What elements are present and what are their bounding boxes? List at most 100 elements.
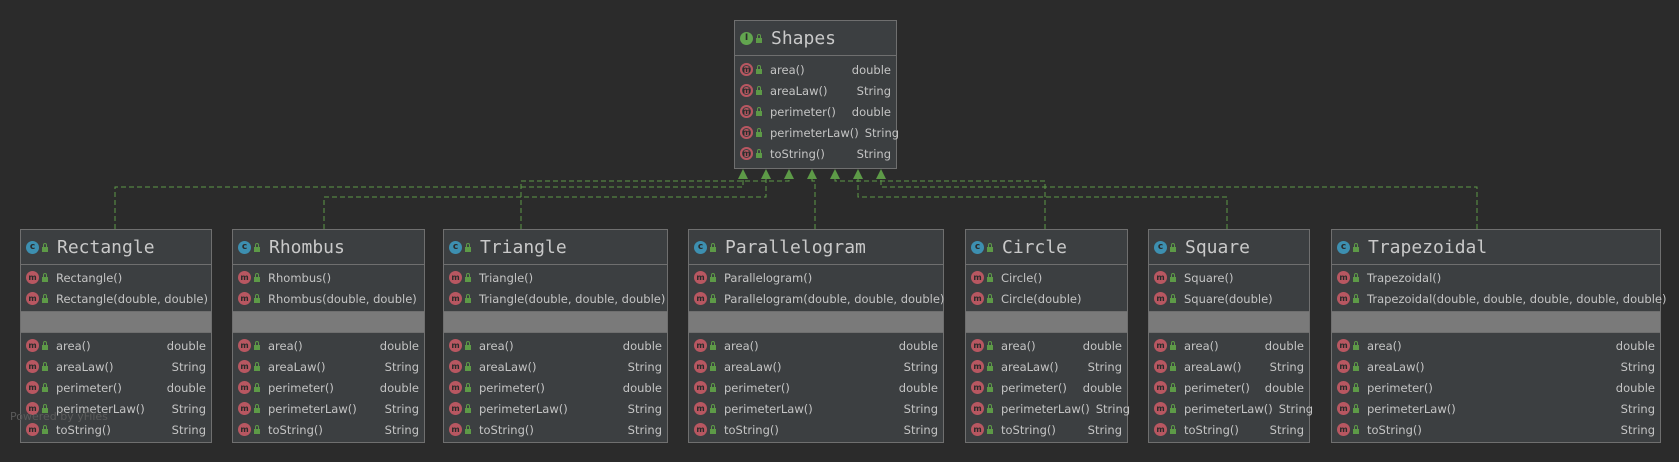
member-name: Rhombus() [268, 270, 332, 285]
method-icon: m [694, 402, 707, 415]
method-icon: m [238, 360, 251, 373]
member-name: toString() [479, 422, 534, 437]
member-name: toString() [1367, 422, 1422, 437]
method-icon: m [740, 105, 753, 118]
public-visibility-icon [1353, 404, 1359, 413]
method-icon: m [1337, 381, 1350, 394]
return-type: String [1620, 359, 1655, 374]
method-icon: m [449, 423, 462, 436]
member-name: areaLaw() [1367, 359, 1425, 374]
public-visibility-icon [756, 128, 762, 137]
public-visibility-icon [1170, 383, 1176, 392]
member-name: Triangle() [479, 270, 534, 285]
return-type: String [384, 359, 419, 374]
return-type: double [1082, 338, 1122, 353]
method-icon: m [449, 292, 462, 305]
fields-section [21, 312, 211, 333]
public-visibility-icon [42, 362, 48, 371]
member-name: perimeter() [1001, 380, 1067, 395]
public-visibility-icon [1353, 273, 1359, 282]
public-visibility-icon [42, 341, 48, 350]
method-icon: m [449, 360, 462, 373]
return-type: String [171, 422, 206, 437]
method-icon: m [449, 381, 462, 394]
member-name: areaLaw() [724, 359, 782, 374]
realization-link [323, 179, 767, 229]
method-icon: m [694, 423, 707, 436]
class-icon: c [26, 240, 39, 254]
method-icon: m [1337, 292, 1350, 305]
public-visibility-icon [465, 425, 471, 434]
method-icon: m [694, 339, 707, 352]
return-type: double [851, 62, 891, 77]
return-type: String [856, 83, 891, 98]
return-type: double [1615, 380, 1655, 395]
realization-link [857, 179, 1228, 229]
